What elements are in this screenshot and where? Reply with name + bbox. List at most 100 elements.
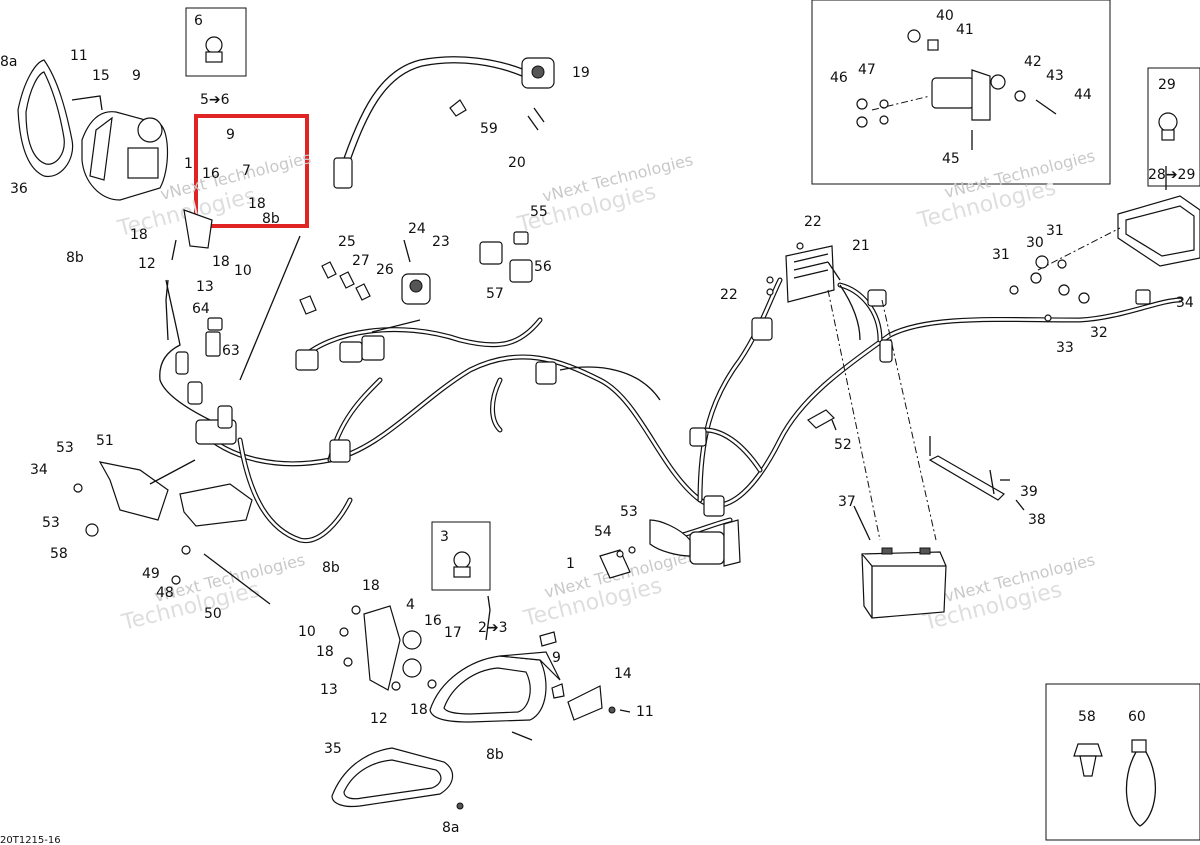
label-11: 11 [636,704,654,720]
label-64: 64 [192,301,210,317]
label-29: 29 [1158,77,1176,93]
label-18: 18 [212,254,230,270]
inset-bulb-6-box [185,7,247,77]
strap-38 [928,436,1005,501]
callout-labels: 8a 11 15 9 5➔6 6 9 16 7 18 8b 1 36 18 8b… [0,8,1195,845]
label-7: 7 [242,163,251,179]
label-28-to-29: 28➔29 [1148,167,1195,183]
connector-64-63 [205,317,223,357]
label-40: 40 [936,8,954,24]
label-31: 31 [1046,223,1064,239]
regulator-21 [766,242,835,303]
label-43: 43 [1046,68,1064,84]
label-18: 18 [362,578,380,594]
label-22: 22 [720,287,738,303]
headlight-right [339,605,616,741]
bracket-49-48-50 [171,545,271,605]
label-47: 47 [858,62,876,78]
bracket-51 [73,461,169,537]
label-18: 18 [410,702,428,718]
label-16: 16 [424,613,442,629]
label-9: 9 [132,68,141,84]
bulb-29 [1158,112,1178,141]
label-34: 34 [30,462,48,478]
inset-solenoid-box [811,0,1111,185]
label-18: 18 [248,196,266,212]
label-8b: 8b [262,211,280,227]
label-56: 56 [534,259,552,275]
label-14: 14 [614,666,632,682]
fuse-52 [807,409,835,429]
headlight-left [17,59,213,249]
label-48: 48 [156,585,174,601]
inset-bulb-3-box [431,521,491,591]
label-18: 18 [316,644,334,660]
label-16: 16 [202,166,220,182]
label-6: 6 [194,13,203,29]
label-12: 12 [138,256,156,272]
label-4: 4 [406,597,415,613]
clip-59 [449,99,467,117]
label-58: 58 [50,546,68,562]
label-17: 17 [444,625,462,641]
label-41: 41 [956,22,974,38]
label-9: 9 [226,127,235,143]
label-3: 3 [440,529,449,545]
label-51: 51 [96,433,114,449]
label-53: 53 [620,504,638,520]
label-31: 31 [992,247,1010,263]
label-34: 34 [1176,295,1194,311]
label-60: 60 [1128,709,1146,725]
cable-tie-60 [1125,739,1157,827]
label-44: 44 [1074,87,1092,103]
label-25: 25 [338,234,356,250]
label-27: 27 [352,253,370,269]
label-18: 18 [130,227,148,243]
label-49: 49 [142,566,160,582]
label-8b: 8b [322,560,340,576]
inset-bulb-29-box [1147,67,1200,187]
module-near-51 [179,483,253,527]
label-54: 54 [594,524,612,540]
label-38: 38 [1028,512,1046,528]
label-2-to-3: 2➔3 [478,620,508,636]
fastener-58 [1073,743,1103,777]
battery-37 [861,547,947,619]
label-12: 12 [370,711,388,727]
label-46: 46 [830,70,848,86]
label-19: 19 [572,65,590,81]
label-37: 37 [838,494,856,510]
solenoid-assembly [856,29,1057,128]
label-39: 39 [1020,484,1038,500]
battery-leader-lines [827,289,937,541]
label-23: 23 [432,234,450,250]
label-58: 58 [1078,709,1096,725]
label-9: 9 [552,650,561,666]
switch-19 [521,57,555,131]
label-10: 10 [298,624,316,640]
label-20: 20 [508,155,526,171]
label-50: 50 [204,606,222,622]
document-code: 20T1215-16 [0,835,61,845]
label-55: 55 [530,204,548,220]
tail-light-28 [1009,195,1200,322]
label-1: 1 [184,156,193,172]
bezel-35 [331,747,464,810]
leader-lines [149,130,1167,713]
label-1: 1 [566,556,575,572]
harness-connectors [175,157,893,517]
wiring-harness [159,56,1183,544]
highlight-box [194,114,309,228]
label-42: 42 [1024,54,1042,70]
label-24: 24 [408,221,426,237]
inset-fasteners-box [1045,683,1200,841]
ignition-switch-23 [401,239,431,305]
relays-25-27-26 [299,261,371,315]
label-30: 30 [1026,235,1044,251]
label-11: 11 [70,48,88,64]
label-35: 35 [324,741,342,757]
bulb-6 [205,36,223,63]
label-53: 53 [56,440,74,456]
label-21: 21 [852,238,870,254]
